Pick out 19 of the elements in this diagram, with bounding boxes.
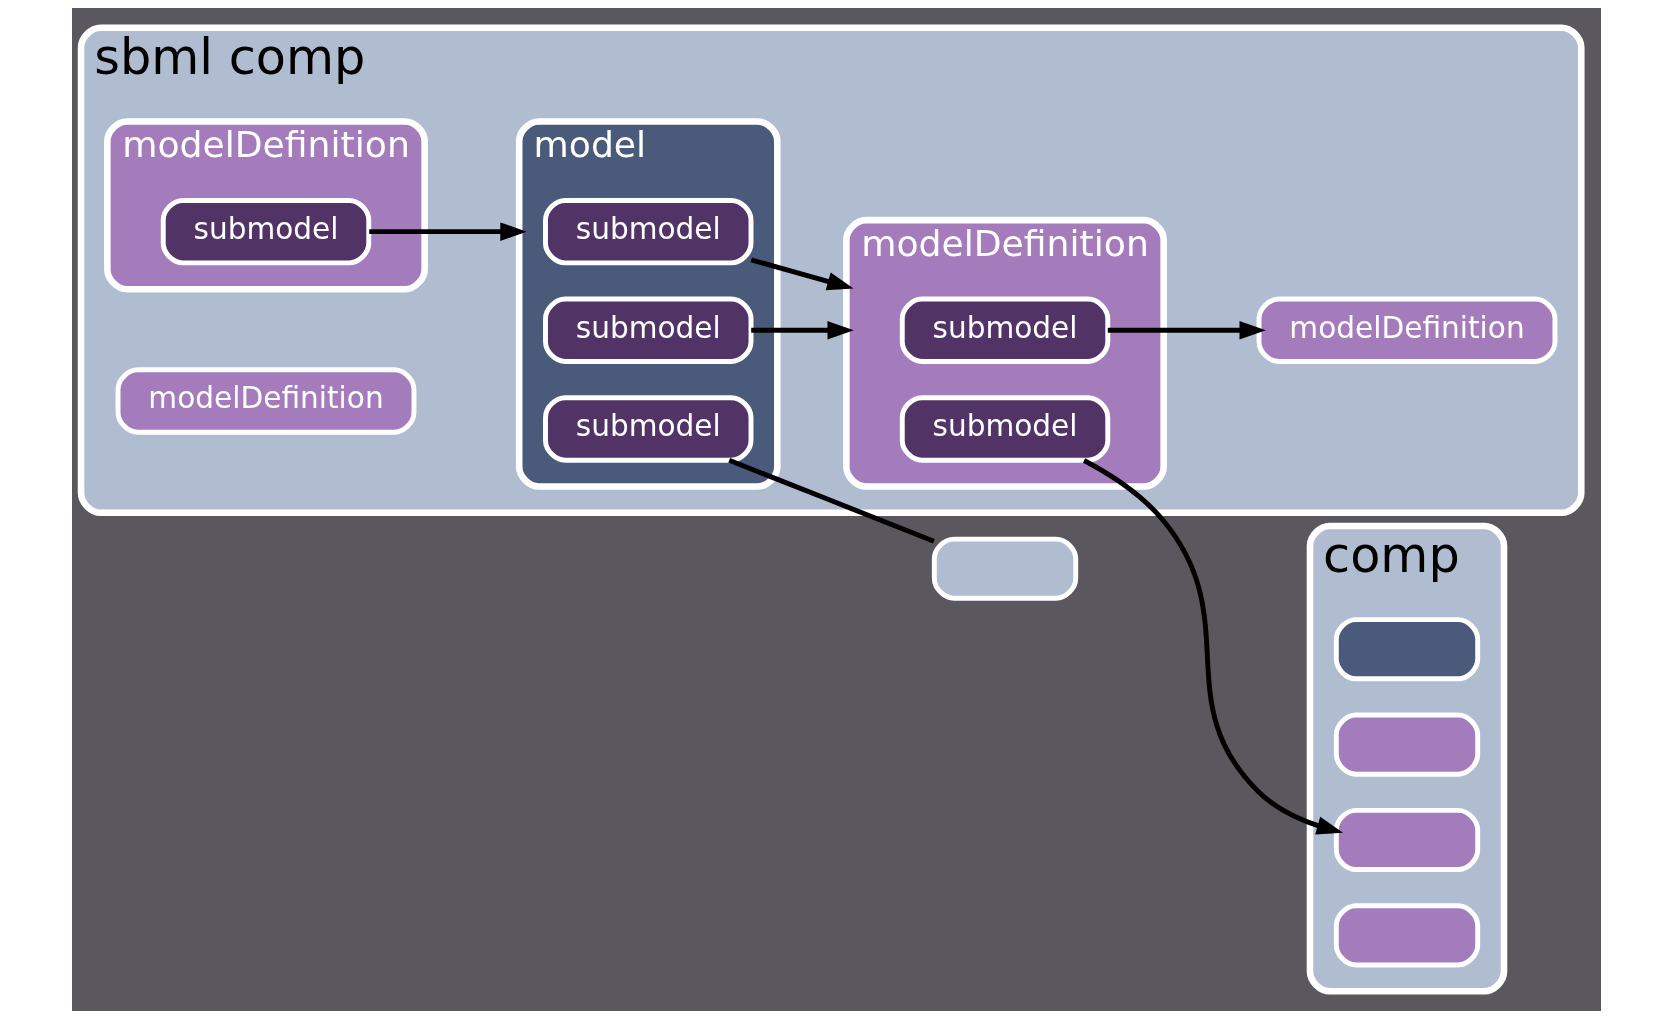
node-box: submodel	[542, 395, 753, 463]
arrow	[1082, 458, 1343, 835]
node-box	[1333, 712, 1480, 777]
node-box	[1333, 903, 1480, 968]
node-box	[931, 536, 1078, 601]
node-box: submodel	[899, 395, 1110, 463]
node-box: submodel	[899, 296, 1110, 364]
node-box: modelDefinition	[115, 367, 416, 435]
node-box: submodel	[160, 197, 371, 266]
node-box: submodel	[542, 296, 753, 364]
node-box	[1333, 617, 1480, 682]
node-box: modelDefinition	[1256, 296, 1557, 364]
connector	[727, 458, 935, 544]
arrow	[750, 321, 854, 340]
arrow	[1107, 321, 1266, 340]
cluster: comp	[1306, 522, 1507, 995]
node-box	[1333, 807, 1480, 872]
node-box: submodel	[542, 197, 753, 266]
arrow	[368, 222, 527, 241]
